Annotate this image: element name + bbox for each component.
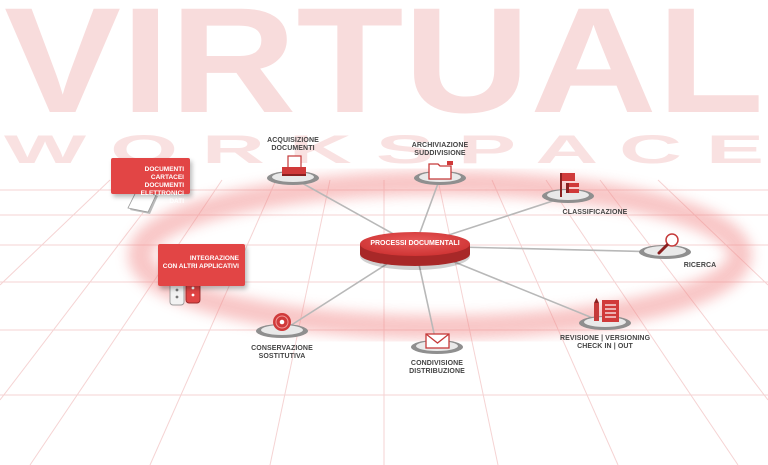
envelope-icon — [425, 333, 450, 349]
pedestal-ricerca — [639, 245, 691, 259]
card-documenti-line-2: DOCUMENTI ELETTRONICI — [140, 182, 184, 197]
folder-icon — [428, 161, 453, 180]
hub-label: PROCESSI DOCUMENTALI — [370, 240, 460, 247]
disc-icon — [273, 313, 291, 331]
scanner-icon — [282, 155, 306, 176]
card-documenti-line-3: DATI — [169, 198, 184, 205]
document-pencil-icon — [594, 298, 619, 322]
flags-icon — [560, 173, 579, 197]
card-integrazione-line-1: INTEGRAZIONE — [189, 255, 239, 262]
node-classificazione-label: CLASSIFICAZIONE — [562, 209, 628, 216]
paper-stack-icon — [127, 191, 158, 214]
banner-title: VIRTUAL — [4, 0, 764, 144]
card-integrazione-line-2: CON ALTRI APPLICATIVI — [162, 263, 239, 270]
hub-disk — [360, 232, 470, 270]
card-documenti-cartacei: DOCUMENTI CARTACEI DOCUMENTI ELETTRONICI… — [111, 158, 190, 205]
magnifier-icon — [657, 233, 679, 255]
card-documenti-line-1: DOCUMENTI CARTACEI — [144, 166, 184, 181]
card-integrazione: INTEGRAZIONE CON ALTRI APPLICATIVI — [158, 244, 245, 286]
node-ricerca-label: RICERCA — [683, 262, 717, 269]
